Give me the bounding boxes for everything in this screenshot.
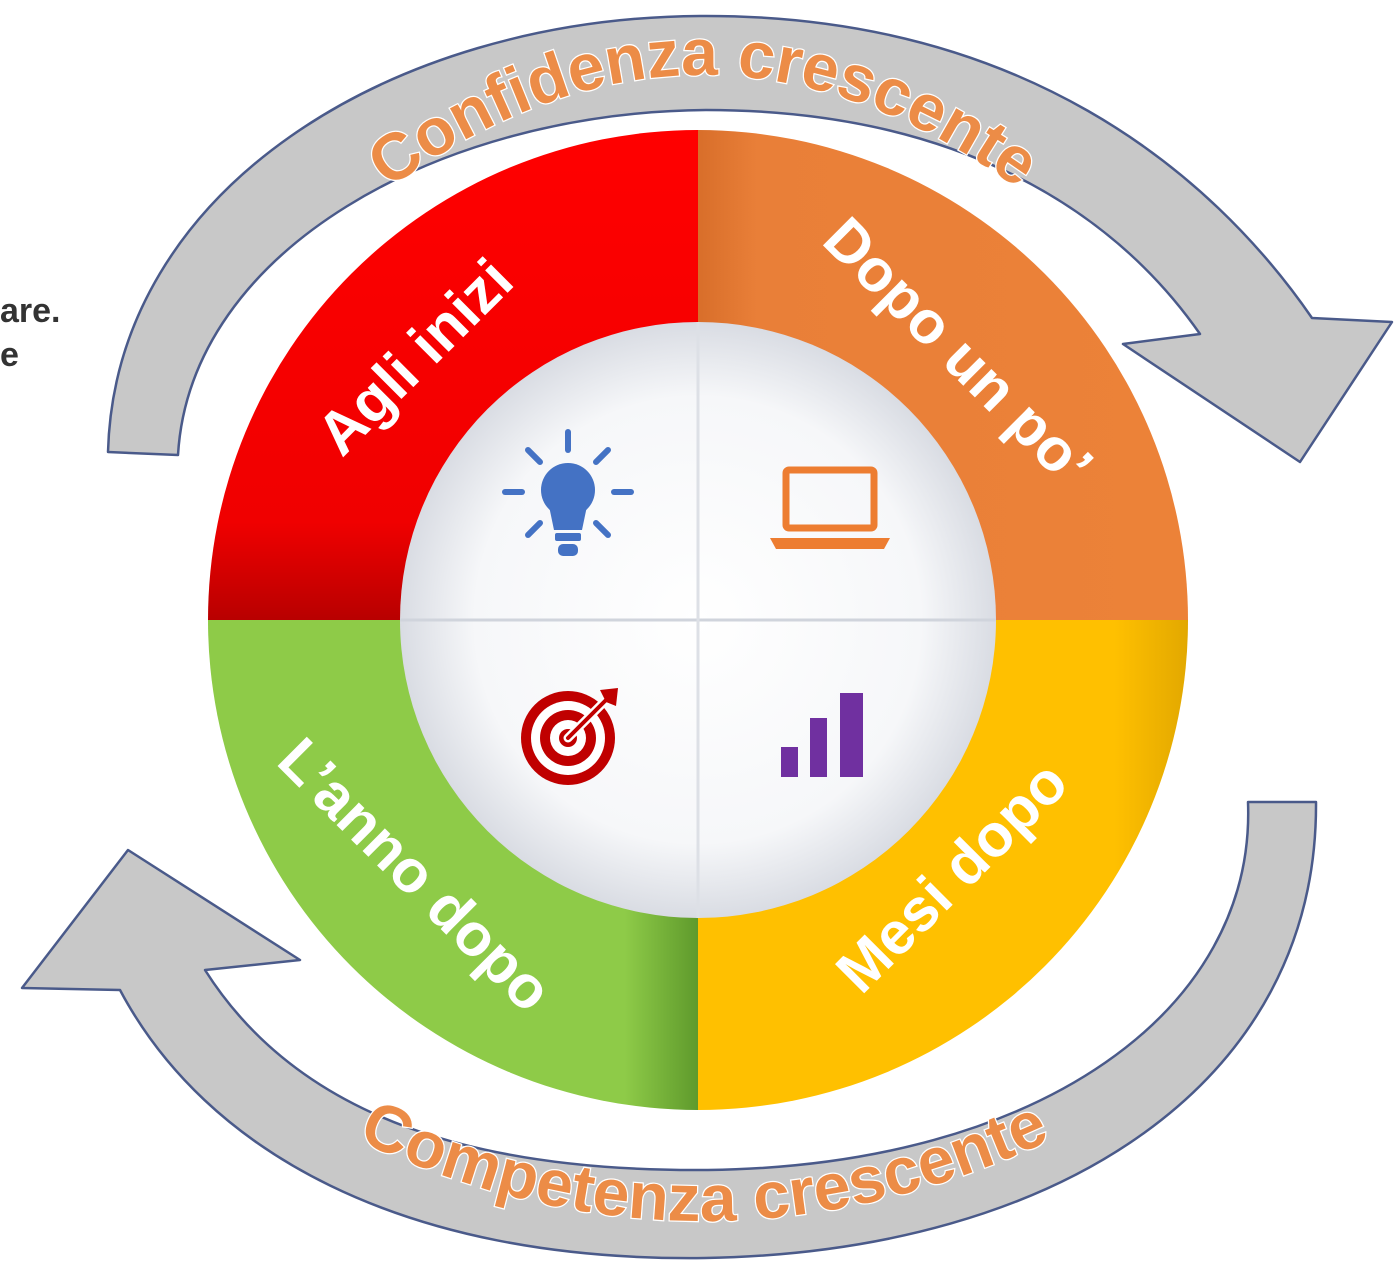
clipped-text-line-1: are.	[0, 292, 61, 330]
laptop-icon	[770, 466, 890, 549]
bar-chart-icon	[781, 693, 863, 777]
target-icon	[521, 688, 618, 785]
bottom-cycle-arrow	[20, 800, 1318, 1260]
top-cycle-arrow	[106, 14, 1394, 464]
clipped-text-line-2: e	[0, 336, 19, 374]
lightbulb-icon	[502, 429, 634, 556]
